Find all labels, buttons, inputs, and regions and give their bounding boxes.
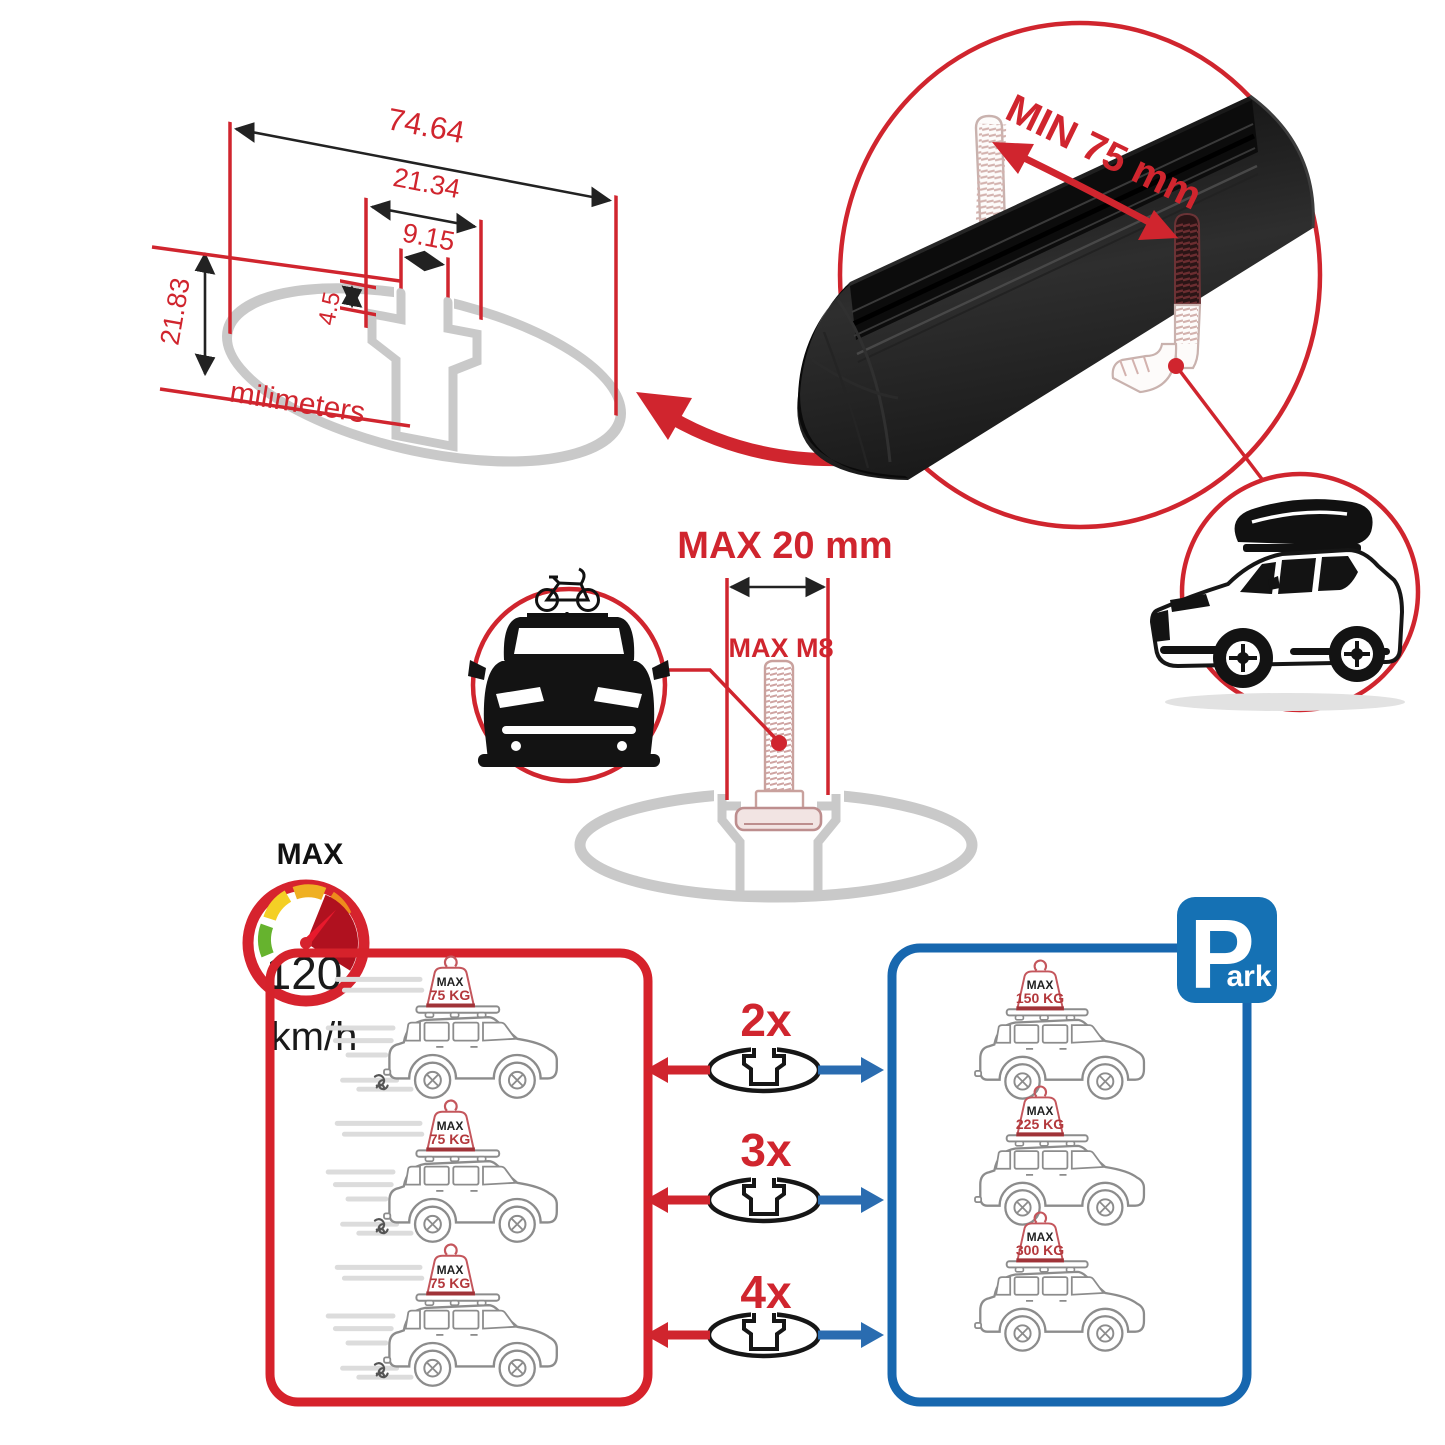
speed-units: km/h <box>271 1015 358 1059</box>
parking-bag-1-max: MAX <box>1027 978 1054 992</box>
u-bolt-bend <box>1111 342 1178 394</box>
count-3x: 3x <box>740 1124 792 1176</box>
suv-illustration <box>1149 499 1405 711</box>
parking-car-1 <box>975 961 1144 1099</box>
units-label: milimeters <box>227 376 367 430</box>
t-bolt <box>734 659 823 832</box>
profile-slot <box>367 287 482 452</box>
count-row-3x: 3x <box>645 1124 884 1221</box>
bolt-detail-section: MAX 20 mm MAX M8 <box>468 525 978 903</box>
count-row-2x: 2x <box>645 994 884 1091</box>
callout-line-bike-car <box>658 668 779 742</box>
dim-mouth-depth: 4.5 <box>313 290 346 328</box>
speed-max-label: MAX <box>277 838 344 871</box>
crossbar-end-face <box>797 284 908 478</box>
driving-bag-1-weight: 75 KG <box>430 987 471 1003</box>
parking-bag-2-weight: 225 KG <box>1016 1116 1064 1132</box>
driving-bag-3-max: MAX <box>437 1263 464 1277</box>
driving-bag-2-max: MAX <box>437 1119 464 1133</box>
suv-wheels <box>1213 626 1385 688</box>
dim-mouth-width: 9.15 <box>400 218 457 257</box>
bike-car-circle <box>468 567 670 784</box>
bike-icon <box>527 567 608 621</box>
arrow-left-red <box>645 1057 710 1083</box>
parking-bag-2-max: MAX <box>1027 1104 1054 1118</box>
parking-sign-p: P <box>1189 899 1254 1009</box>
u-bolt-right-post <box>1111 212 1202 394</box>
driving-bag-3-weight: 75 KG <box>430 1275 471 1291</box>
parking-car-2 <box>975 1087 1144 1225</box>
count-row-4x: 4x <box>645 1266 884 1356</box>
car-front-icon <box>468 617 670 767</box>
dim-total-width: 74.64 <box>385 101 468 150</box>
parking-bag-1-weight: 150 KG <box>1016 990 1064 1006</box>
callout-line-to-suv <box>1178 369 1270 489</box>
crossbar-detail-circle: MIN 75 mm <box>797 20 1323 530</box>
count-2x: 2x <box>740 994 792 1046</box>
dimension-arrows <box>194 122 613 377</box>
dim-total-height: 21.83 <box>154 276 195 348</box>
speedometer-icon: MAX 120 km/h <box>242 838 370 1059</box>
parking-bag-3-weight: 300 KG <box>1016 1242 1064 1258</box>
parking-box <box>887 943 1252 1407</box>
dimension-extension-lines <box>228 121 618 416</box>
parking-car-3 <box>975 1213 1144 1351</box>
parking-bag-3-max: MAX <box>1027 1230 1054 1244</box>
crossbar <box>797 94 1315 480</box>
bolt-max-thread-label: MAX M8 <box>728 633 833 663</box>
driving-box <box>265 948 653 1407</box>
parking-sign: P ark <box>1177 897 1277 1009</box>
arrow-right-blue <box>818 1057 884 1083</box>
bolt-max-length-label: MAX 20 mm <box>677 525 892 567</box>
driving-bag-2-weight: 75 KG <box>430 1131 471 1147</box>
driving-bag-1-max: MAX <box>437 975 464 989</box>
min-span-arrow <box>992 142 1178 240</box>
profile-dimension-diagram: 74.64 21.34 9.15 4.5 21.83 milimeters <box>151 101 626 467</box>
dim-channel-width: 21.34 <box>391 162 463 204</box>
suv-rooftop-box-circle <box>1149 471 1421 713</box>
parking-sign-ark: ark <box>1226 960 1271 993</box>
callout-dot-bolt <box>1168 358 1184 374</box>
